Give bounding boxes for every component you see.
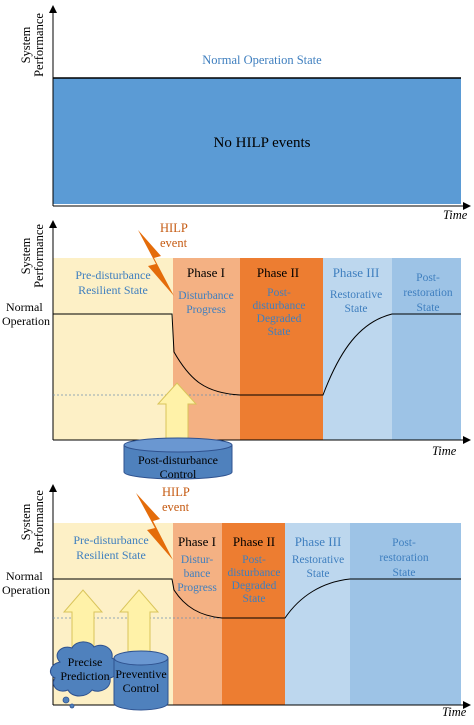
phase2-region [222, 523, 285, 705]
y-axis-label: SystemPerformance [19, 490, 46, 554]
phase2-region [240, 258, 323, 440]
phase1-title: Phase I [178, 534, 216, 549]
no-events-label: No HILP events [214, 135, 311, 151]
post-restoration-region [392, 258, 461, 440]
phase3-title: Phase III [333, 265, 380, 280]
y-axis-label: SystemPerformance [19, 13, 46, 77]
normal-state-label: Normal Operation State [202, 53, 322, 67]
time-label: Time [443, 208, 468, 222]
lightning-bolt-icon [138, 230, 174, 296]
performance-curve [53, 578, 461, 619]
lightning-bolt-icon [136, 493, 173, 560]
time-label: Time [442, 705, 467, 719]
phase3-title: Phase III [295, 534, 342, 549]
y-axis-label: SystemPerformance [19, 224, 46, 288]
phase2-title: Phase II [233, 534, 275, 549]
normal-operation-area [53, 78, 461, 204]
post-restoration-region [350, 523, 461, 705]
panel-no-hilp: Normal Operation State No HILP events Ti… [19, 5, 471, 222]
phase2-title: Phase II [257, 265, 299, 280]
phase3-region [323, 258, 392, 440]
phase1-title: Phase I [187, 265, 225, 280]
time-label: Time [432, 444, 457, 458]
phase1-region [173, 523, 222, 705]
pre-disturbance-region [53, 258, 173, 440]
phase3-region [285, 523, 350, 705]
performance-curve [53, 313, 461, 396]
control-arrow [156, 382, 198, 441]
